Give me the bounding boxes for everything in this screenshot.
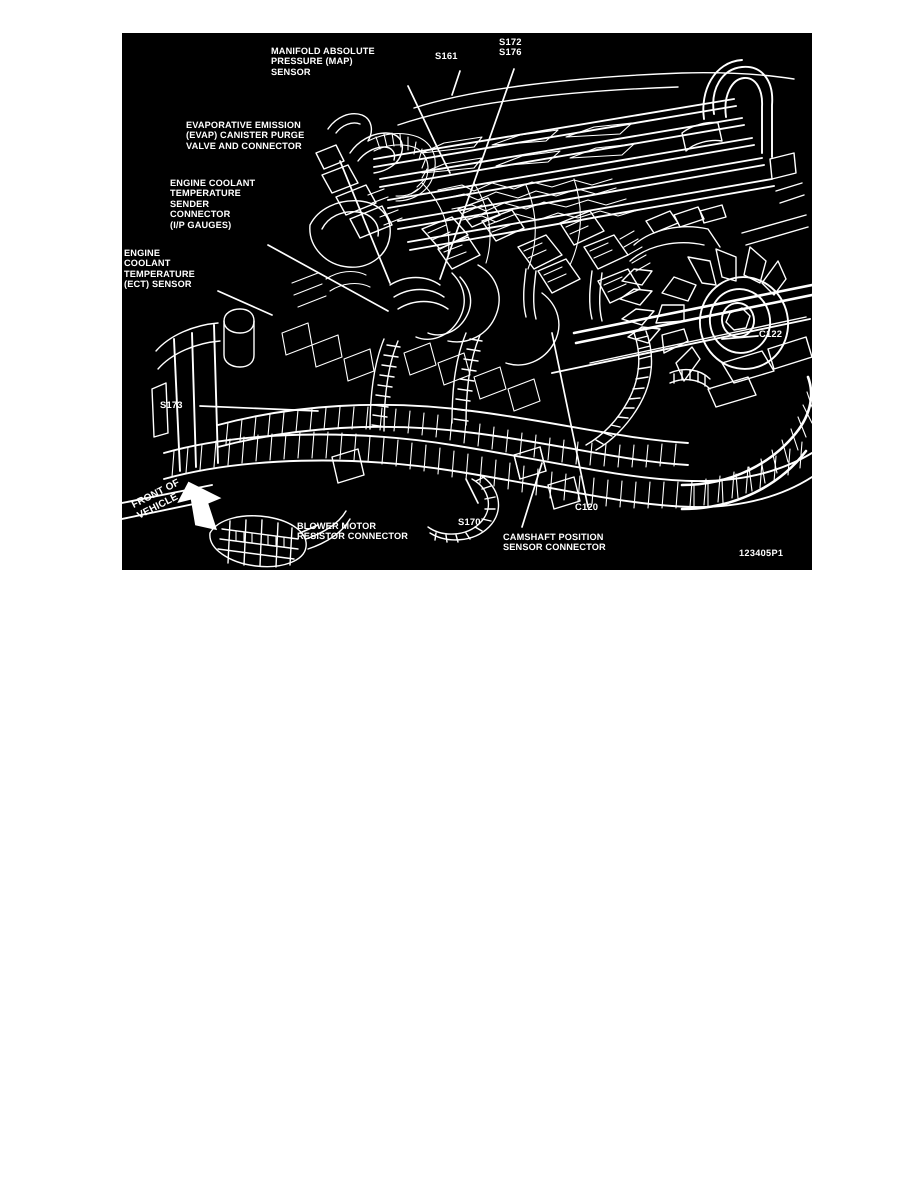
callout-s173: S173	[160, 399, 183, 410]
callout-s161: S161	[435, 50, 458, 61]
callout-ect-sensor: ENGINE COOLANT TEMPERATURE (ECT) SENSOR	[124, 248, 195, 290]
callout-map-sensor: MANIFOLD ABSOLUTE PRESSURE (MAP) SENSOR	[271, 46, 375, 77]
callout-camshaft-position-sensor: CAMSHAFT POSITION SENSOR CONNECTOR	[503, 532, 606, 553]
front-of-vehicle-arrow	[177, 481, 222, 531]
callout-ect-sender-connector: ENGINE COOLANT TEMPERATURE SENDER CONNEC…	[170, 178, 256, 230]
callout-c122: C122	[759, 328, 783, 339]
callout-c120: C120	[575, 501, 599, 512]
callout-s170: S170	[458, 516, 481, 527]
engine-compartment-figure: .s { fill:none; stroke:#ffffff; stroke-l…	[122, 33, 812, 570]
callout-s172-s176: S172 S176	[499, 36, 522, 58]
figure-part-number: 123405P1	[739, 548, 784, 558]
callout-evap-purge-valve: EVAPORATIVE EMISSION (EVAP) CANISTER PUR…	[186, 120, 305, 151]
engine-illustration: .s { fill:none; stroke:#ffffff; stroke-l…	[122, 33, 812, 570]
callout-blower-motor-resistor: BLOWER MOTOR RESISTOR CONNECTOR	[297, 521, 409, 542]
